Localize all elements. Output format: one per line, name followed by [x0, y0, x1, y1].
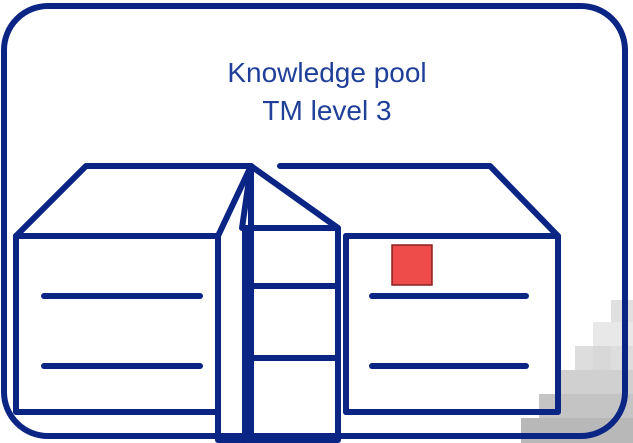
- left-wing-roof: [13, 163, 254, 239]
- pool-frame: [1, 3, 628, 439]
- tower-front-face: [242, 225, 341, 443]
- pool-title-line-1: Knowledge pool: [227, 57, 426, 88]
- pool-title-line-2: TM level 3: [262, 95, 391, 126]
- left-wing: [13, 163, 254, 415]
- central-tower: [215, 163, 341, 443]
- right-wing: [277, 163, 561, 415]
- building-icon: [13, 163, 561, 443]
- tower-roof-front: [242, 163, 341, 231]
- shadow-step: [593, 346, 611, 370]
- tower-ridge: [239, 163, 254, 231]
- square-marker-icon: [391, 244, 433, 286]
- left-wing-wall: [13, 233, 221, 415]
